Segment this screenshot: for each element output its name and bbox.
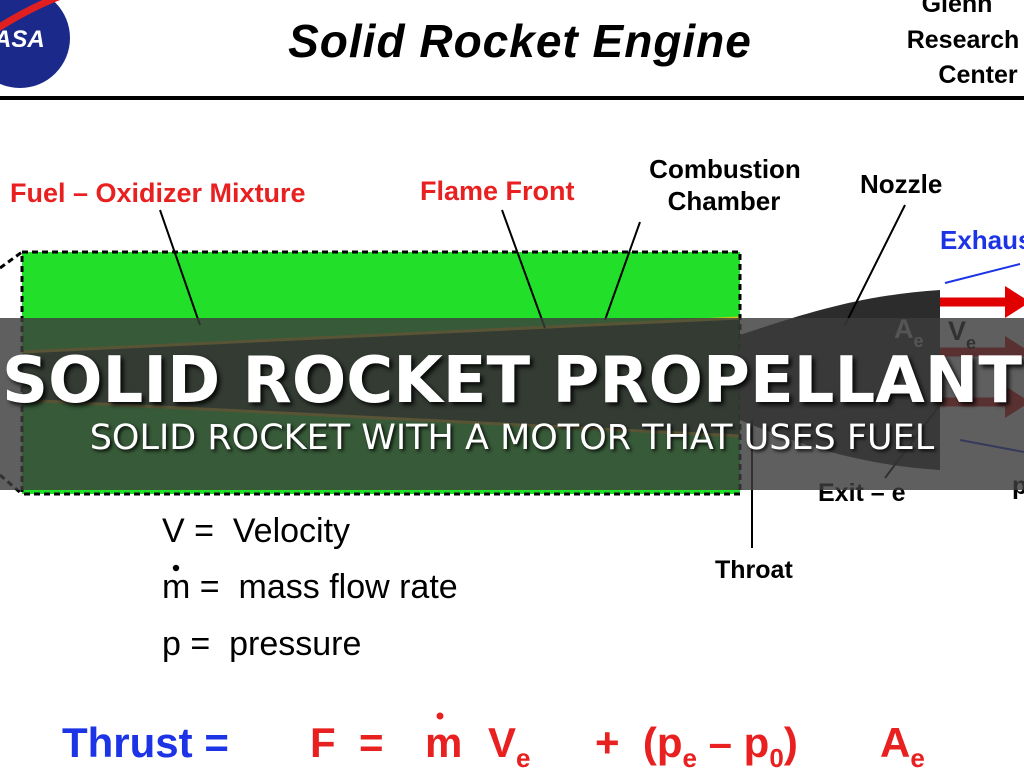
slide-subtitle: SOLID ROCKET WITH A MOTOR THAT USES FUEL xyxy=(89,418,935,458)
center-line-2: Research xyxy=(907,26,1020,54)
equation-f: F = xyxy=(310,719,384,766)
equation-ae: Ae xyxy=(880,719,925,768)
center-line-3: Center xyxy=(938,61,1017,89)
slide-title: SOLID ROCKET PROPELLANT xyxy=(2,344,1022,418)
legend-pressure: p = pressure xyxy=(162,625,361,663)
legend-velocity: V = Velocity xyxy=(162,512,350,550)
combustion-chamber-label-2: Chamber xyxy=(668,186,781,216)
equation-m: m xyxy=(425,719,462,766)
mass-flow-dot xyxy=(172,564,180,572)
flame-front-label: Flame Front xyxy=(420,176,575,206)
thrust-label: Thrust = xyxy=(62,719,229,766)
exhaust-label: Exhaus xyxy=(940,225,1024,255)
nozzle-label: Nozzle xyxy=(860,169,942,199)
equation-mass-dot xyxy=(436,712,444,720)
legend-mass-flow: m = mass flow rate xyxy=(162,568,458,606)
equation-ve: Ve xyxy=(488,719,530,768)
combustion-chamber-label-1: Combustion xyxy=(649,154,801,184)
diagram-title: Solid Rocket Engine xyxy=(288,15,752,67)
fuel-oxidizer-label: Fuel – Oxidizer Mixture xyxy=(10,178,306,208)
nasa-logo-text: ASA xyxy=(0,26,45,53)
throat-label: Throat xyxy=(715,556,793,584)
nasa-logo: ASA xyxy=(0,0,70,88)
thrust-equation: Thrust = F = m Ve + (pe – p0) Ae xyxy=(62,712,925,768)
equation-pressure-term: + (pe – p0) xyxy=(595,719,798,768)
center-line-1: Glenn xyxy=(922,0,993,18)
caption-band xyxy=(0,318,1024,490)
